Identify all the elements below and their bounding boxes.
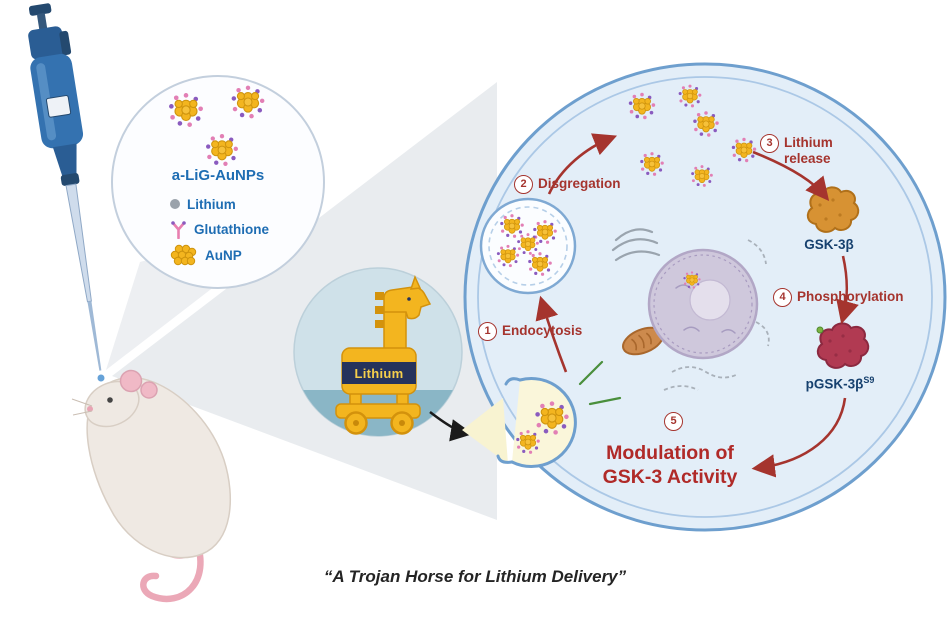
- legend-item-aunp: AuNP: [170, 244, 269, 266]
- step-4-phosphorylation: 4 Phosphorylation: [773, 288, 904, 307]
- nucleolus: [689, 279, 731, 321]
- legend-label-lithium: Lithium: [187, 196, 236, 212]
- disgregation-arrow: [547, 133, 618, 195]
- step-3-label: Lithium release: [784, 135, 833, 166]
- step-2-label: Disgregation: [538, 176, 621, 191]
- gsk3b-protein: [806, 186, 860, 233]
- inset-title: a-LiG-AuNPs: [171, 167, 265, 184]
- step-1-badge: 1: [478, 322, 497, 341]
- trojan-lithium-label: Lithium: [354, 366, 404, 381]
- step-5-label: Modulation of GSK-3 Activity: [602, 442, 738, 488]
- trojan-horse-inset: [293, 267, 463, 437]
- step-2-disgregation: 2 Disgregation: [514, 175, 621, 194]
- legend-item-lithium: Lithium: [170, 194, 269, 214]
- horse-band: [342, 362, 416, 384]
- step-1-endocytosis: 1 Endocytosis: [478, 322, 582, 341]
- mouse-eye: [107, 397, 113, 403]
- glutathione-icon: [171, 220, 186, 239]
- horse-mane: [375, 292, 384, 328]
- mouse-ear: [140, 381, 158, 399]
- step-3-badge: 3: [760, 134, 779, 153]
- step-5-badge: 5: [664, 412, 683, 431]
- pipette: [28, 3, 102, 371]
- horse-ear: [409, 274, 422, 290]
- step-2-badge: 2: [514, 175, 533, 194]
- nanoparticle-inset: [111, 75, 325, 289]
- step-3-lithium-release: 3 Lithium release: [760, 134, 842, 166]
- legend-item-glutathione: Glutathione: [170, 219, 269, 239]
- mouse-ear: [119, 369, 143, 393]
- process-arrows: [535, 133, 859, 478]
- modulation-arrow: [751, 397, 847, 478]
- mouse: [71, 369, 232, 603]
- mouse-head: [84, 380, 140, 428]
- gsk3b-label: GSK-3β: [804, 237, 854, 252]
- pgsk3b-sup: S9: [863, 375, 875, 385]
- nucleus: [647, 248, 759, 360]
- endosome-vesicle: [479, 197, 577, 295]
- lithium-release-arrow: [752, 150, 830, 202]
- phosphate-dot: [816, 326, 824, 334]
- endocytosis-arrow: [535, 295, 568, 373]
- phosphorylation-arrow: [836, 255, 859, 325]
- er-squiggles: [663, 239, 770, 391]
- droplet: [97, 374, 105, 382]
- pgsk3b-protein: [816, 322, 870, 369]
- mouse-tail: [140, 536, 204, 603]
- step-5-modulation-badge: 5: [664, 412, 683, 431]
- golgi: [611, 228, 661, 262]
- figure-caption: “A Trojan Horse for Lithium Delivery”: [323, 567, 627, 586]
- step-4-label: Phosphorylation: [797, 289, 904, 304]
- membrane-spikes: [578, 360, 622, 406]
- horse-eye: [407, 297, 411, 301]
- legend-label-aunp: AuNP: [205, 247, 242, 263]
- endocytosis-pocket: [462, 360, 622, 468]
- lithium-icon: [170, 199, 180, 209]
- step-1-label: Endocytosis: [502, 323, 583, 338]
- inset-legend: Lithium Glutathione AuNP: [170, 194, 269, 271]
- delivery-arrow: [429, 411, 474, 442]
- aunp-icon: [170, 244, 197, 266]
- horse-head: [383, 286, 432, 320]
- legend-label-glutathione: Glutathione: [194, 221, 269, 237]
- trojan-horse: [335, 274, 432, 435]
- pgsk3b-base: pGSK-3β: [805, 376, 864, 392]
- step-4-badge: 4: [773, 288, 792, 307]
- pgsk3b-label: pGSK-3βS9: [793, 375, 887, 392]
- mouse-nose: [87, 406, 93, 412]
